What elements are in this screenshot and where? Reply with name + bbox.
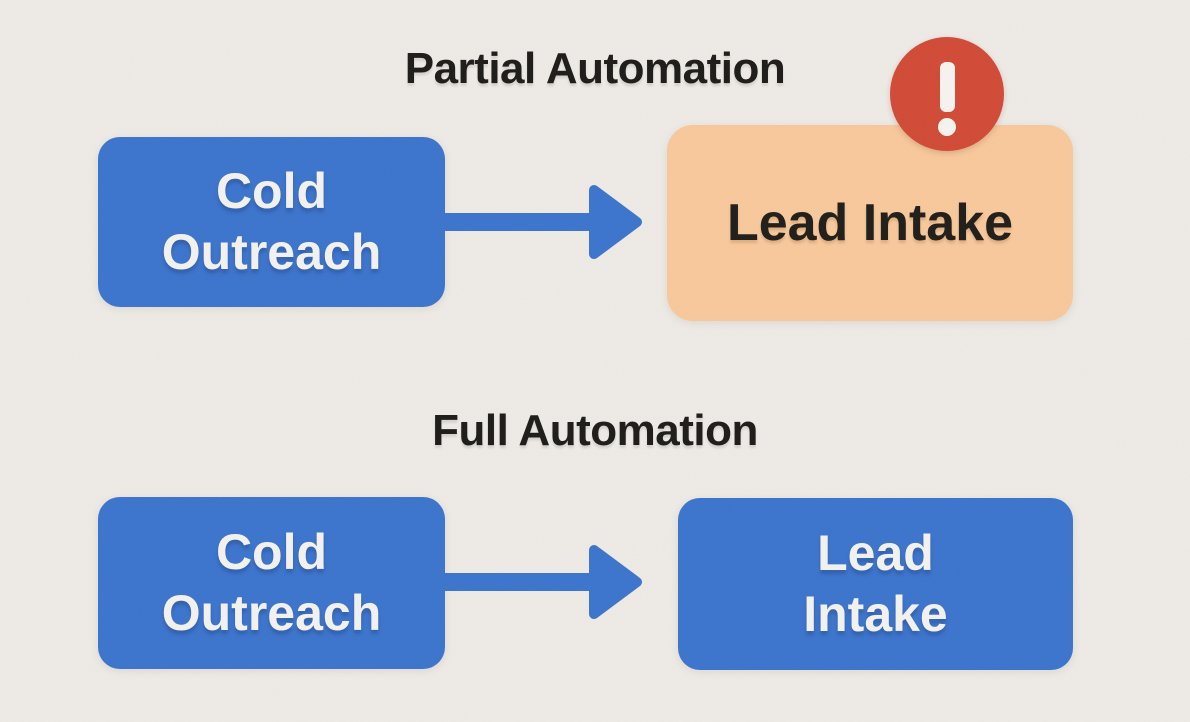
full-automation-title: Full Automation: [432, 406, 758, 455]
partial-automation-title: Partial Automation: [404, 44, 786, 93]
node-label-line: Cold: [215, 163, 328, 219]
arrow-right-icon: [440, 545, 642, 619]
node-label-line: Lead: [817, 525, 934, 581]
node-label-line: Lead Intake: [726, 193, 1014, 252]
node-label-line: Outreach: [161, 585, 382, 641]
node-label-line: Cold: [215, 524, 328, 580]
partial-cold-outreach-node: Cold Outreach: [98, 137, 445, 307]
exclamation-bar: [939, 62, 955, 112]
exclamation-dot: [938, 118, 956, 136]
partial-lead-intake-node: Lead Intake: [667, 125, 1073, 321]
exclamation-alert-icon: [890, 37, 1004, 151]
full-cold-outreach-node: Cold Outreach: [98, 497, 445, 669]
full-lead-intake-node: Lead Intake: [678, 498, 1073, 670]
node-label-line: Outreach: [161, 224, 382, 280]
arrow-right-icon: [440, 185, 642, 259]
node-label-line: Intake: [803, 586, 948, 642]
